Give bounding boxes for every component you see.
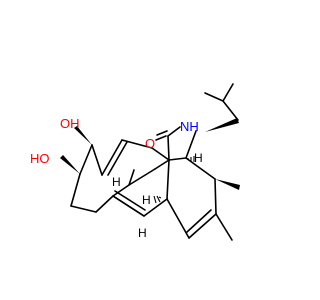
bond-ring-alkene-b bbox=[186, 209, 212, 233]
chemical-structure-diagram: OH HO O NH H H H H bbox=[30, 83, 240, 241]
ring-junction-h-label: H bbox=[194, 151, 203, 165]
bond-bridge-quat bbox=[166, 159, 170, 200]
bond-c14-c15 bbox=[70, 173, 81, 207]
bond-macro-alkene-b bbox=[114, 190, 146, 211]
bond-carbonyl-o-b bbox=[156, 130, 168, 136]
bridge-h-label: H bbox=[142, 193, 151, 207]
nh-label: NH bbox=[180, 119, 199, 134]
wedge-c14-oh bbox=[60, 155, 80, 174]
bond-quat-c9 bbox=[151, 147, 170, 161]
wedge-chme-me bbox=[215, 179, 240, 190]
bond-c17-c19 bbox=[112, 184, 130, 197]
bond-ch-bridge bbox=[166, 198, 190, 239]
bond-junction-chme bbox=[185, 157, 216, 180]
hash-junction-h bbox=[187, 156, 195, 162]
bond-c13-c14 bbox=[79, 144, 93, 175]
bond-ch2-ch bbox=[222, 100, 239, 121]
bond-c12-c13 bbox=[91, 144, 103, 176]
hydroxyl-left-label: HO bbox=[30, 151, 50, 166]
bond-c20-quat bbox=[154, 159, 170, 170]
bond-c10-c11-a bbox=[101, 139, 123, 176]
lower-alkene-h-label: H bbox=[138, 226, 147, 240]
bond-n-carbonyl bbox=[167, 126, 181, 137]
double-bonds bbox=[101, 130, 217, 239]
bond-c19-c20 bbox=[128, 168, 156, 186]
hydroxyl-top-label: OH bbox=[60, 116, 80, 131]
carbonyl-oxygen-label: O bbox=[145, 136, 155, 151]
hash-bridge-h bbox=[153, 195, 162, 204]
bond-ch-me1 bbox=[204, 92, 224, 102]
bond-macro-alkene-a bbox=[112, 195, 145, 217]
wedge-isobutyl bbox=[205, 118, 239, 132]
stereo-bonds bbox=[60, 118, 240, 204]
bond-c15-c16 bbox=[70, 205, 97, 213]
bond-cme-me bbox=[215, 213, 233, 241]
bond-ch-me2 bbox=[222, 83, 234, 102]
alkene-h-label: H bbox=[112, 175, 121, 189]
bond-carbonyl-o-a bbox=[155, 135, 167, 141]
bond-quat-junction bbox=[168, 157, 187, 161]
bond-carbonyl-quat bbox=[167, 135, 170, 161]
bond-c21-c22 bbox=[143, 198, 168, 217]
wedge-c13-oh bbox=[74, 126, 92, 145]
bond-c16-c17 bbox=[95, 195, 114, 213]
bond-nh-c bbox=[185, 130, 197, 159]
bond-ring-alkene-a bbox=[188, 213, 217, 239]
bond-c10-c11-b bbox=[107, 141, 128, 176]
bond-c19-me bbox=[128, 169, 135, 186]
bond-chme-cme bbox=[214, 178, 217, 215]
atom-labels: OH HO O NH H H H H bbox=[30, 116, 203, 240]
